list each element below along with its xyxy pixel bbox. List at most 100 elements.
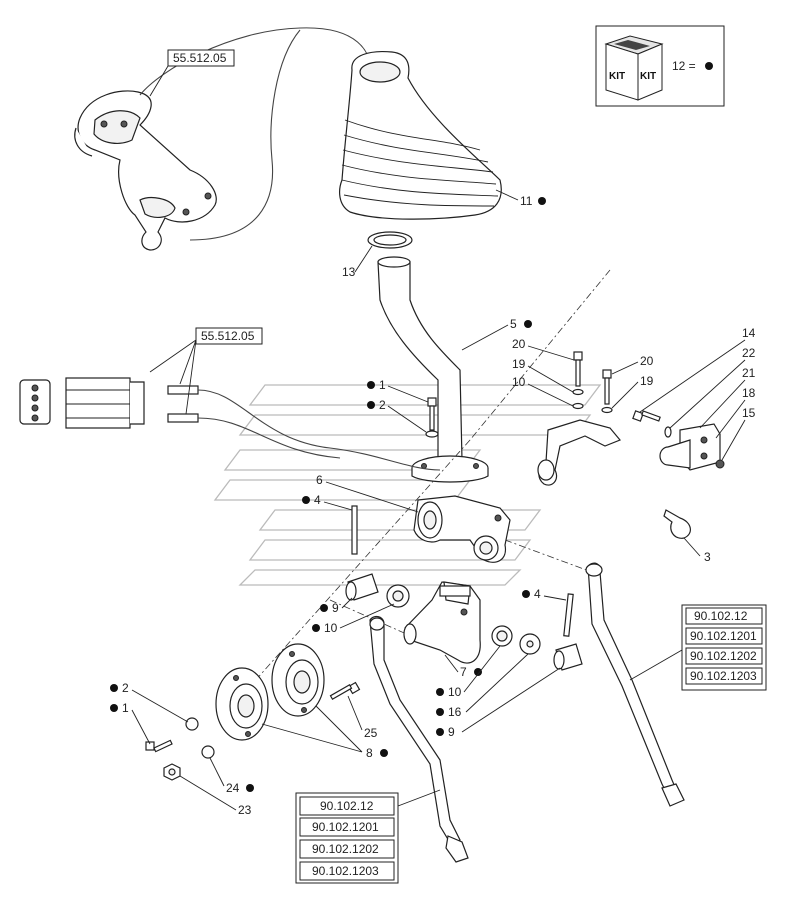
- svg-text:90.102.1202: 90.102.1202: [312, 842, 379, 856]
- label-13: 13: [342, 265, 356, 279]
- label-20a: 20: [512, 337, 526, 351]
- bolt-1b: [145, 739, 173, 753]
- ref-box-joystick: 55.512.05: [149, 49, 235, 97]
- label-15: 15: [742, 406, 756, 420]
- label-1a: 1: [379, 378, 386, 392]
- linkage-rod-right: [585, 562, 685, 807]
- washer-24: [201, 745, 215, 759]
- label-2b: 2: [122, 681, 129, 695]
- washer-2b: [185, 717, 199, 731]
- roll-pin-4a: [351, 505, 358, 555]
- kit-dot-icon: [110, 704, 118, 712]
- washer-19a: [572, 388, 584, 396]
- svg-text:55.512.05: 55.512.05: [201, 329, 255, 343]
- label-21: 21: [742, 366, 756, 380]
- bushing-9b: [553, 643, 583, 671]
- kit-dot-icon: [436, 708, 444, 716]
- label-1b: 1: [122, 701, 129, 715]
- joystick-handle: [74, 90, 217, 251]
- bolt-14: [632, 410, 661, 422]
- kit-dot-icon: [312, 624, 320, 632]
- washer-16: [519, 633, 541, 655]
- label-3: 3: [704, 550, 711, 564]
- clamp-21: [659, 423, 721, 471]
- kit-dot-icon: [524, 320, 532, 328]
- svg-text:90.102.1203: 90.102.1203: [312, 864, 379, 878]
- flange-bearing-a: [215, 667, 269, 741]
- label-7: 7: [460, 665, 467, 679]
- svg-text:90.102.1201: 90.102.1201: [312, 820, 379, 834]
- base-block: [403, 581, 481, 664]
- kit-dot-icon: [436, 728, 444, 736]
- bushing-10a: [386, 584, 410, 608]
- roll-pin-4b: [563, 593, 574, 637]
- label-20b: 20: [640, 354, 654, 368]
- bolt-20a: [573, 351, 583, 387]
- label-8: 8: [366, 746, 373, 760]
- washer-22: [664, 426, 672, 438]
- label-2a: 2: [379, 398, 386, 412]
- kit-dot-icon: [367, 381, 375, 389]
- kit-dot-icon: [110, 684, 118, 692]
- wiring-harness: [19, 377, 441, 471]
- bolt-20b: [602, 369, 612, 405]
- label-10a: 10: [512, 375, 526, 389]
- rubber-boot: [339, 50, 502, 220]
- kit-dot-icon: [380, 749, 388, 757]
- kit-dot-icon: [522, 590, 530, 598]
- label-23: 23: [238, 803, 252, 817]
- label-4a: 4: [314, 493, 321, 507]
- label-5: 5: [510, 317, 517, 331]
- joystick-cable: [139, 27, 372, 241]
- ref-box-harness: 55.512.05: [149, 327, 263, 415]
- mounting-bracket: [537, 419, 621, 486]
- kit-dot-icon: [436, 688, 444, 696]
- kit-box-icon: KIT KIT: [604, 35, 664, 101]
- washer-19b: [601, 406, 613, 414]
- svg-text:90.102.1201: 90.102.1201: [690, 629, 757, 643]
- nut-15: [715, 459, 725, 469]
- label-25: 25: [364, 726, 378, 740]
- washer-2: [425, 430, 439, 438]
- control-lever: [377, 256, 489, 483]
- label-19a: 19: [512, 357, 526, 371]
- watermark-logo: [213, 384, 602, 586]
- bolt-25: [329, 681, 361, 701]
- ref-box-rod-bottom: 90.102.12 90.102.1201 90.102.1202 90.102…: [295, 789, 441, 884]
- ref-box-rod-right: 90.102.12 90.102.1201 90.102.1202 90.102…: [629, 604, 767, 691]
- kit-label-right: KIT: [640, 71, 656, 82]
- kit-dot-icon: [474, 668, 482, 676]
- svg-text:90.102.1202: 90.102.1202: [690, 649, 757, 663]
- svg-text:90.102.1203: 90.102.1203: [690, 669, 757, 683]
- label-16: 16: [448, 705, 462, 719]
- bushing-9a: [345, 573, 379, 601]
- label-22: 22: [742, 346, 756, 360]
- bushing-10c: [491, 625, 513, 647]
- kit-dot-icon: [705, 62, 713, 70]
- label-9b: 9: [448, 725, 455, 739]
- kit-legend-text: 12 =: [672, 59, 696, 73]
- label-18: 18: [742, 386, 756, 400]
- label-10b: 10: [324, 621, 338, 635]
- linkage-rod-left: [369, 615, 469, 863]
- kit-dot-icon: [246, 784, 254, 792]
- kit-dot-icon: [538, 197, 546, 205]
- pivot-block: [413, 495, 511, 563]
- svg-text:90.102.12: 90.102.12: [320, 799, 374, 813]
- label-19b: 19: [640, 374, 654, 388]
- kit-label-left: KIT: [609, 71, 625, 82]
- label-14: 14: [742, 326, 756, 340]
- label-6: 6: [316, 473, 323, 487]
- kit-dot-icon: [320, 604, 328, 612]
- label-4b: 4: [534, 587, 541, 601]
- washer-10a: [572, 402, 584, 410]
- cable-clip: [663, 509, 691, 539]
- label-11: 11: [520, 194, 533, 208]
- svg-text:90.102.12: 90.102.12: [694, 609, 748, 623]
- kit-legend: KIT KIT 12 =: [595, 25, 725, 107]
- svg-text:55.512.05: 55.512.05: [173, 51, 227, 65]
- assembly-axis: [219, 269, 611, 721]
- bolt-1: [427, 397, 437, 431]
- kit-dot-icon: [367, 401, 375, 409]
